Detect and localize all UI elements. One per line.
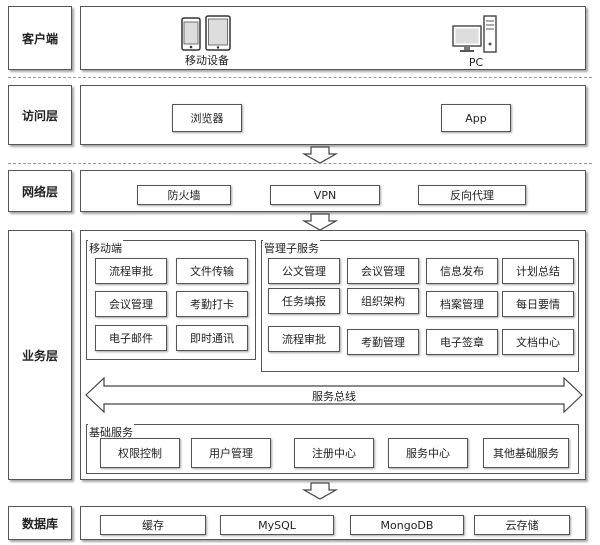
- mgmt-service-box: 档案管理: [426, 291, 498, 317]
- desktop-pc-icon: [452, 15, 497, 53]
- mgmt-service-box: 每日要情: [502, 291, 574, 317]
- client-panel: [80, 6, 586, 70]
- database-box: 云存储: [474, 515, 570, 535]
- tablet-icon: [205, 15, 231, 51]
- down-arrow-icon: [301, 482, 339, 500]
- base-service-box: 注册中心: [294, 438, 374, 468]
- mgmt-service-box: 文档中心: [502, 329, 574, 355]
- service-bus-label: 服务总线: [312, 390, 356, 403]
- mgmt-service-box: 流程审批: [268, 326, 340, 352]
- mobile-service-box: 电子邮件: [95, 325, 167, 351]
- layer-label-database: 数据库: [8, 506, 72, 540]
- layer-label-network: 网络层: [8, 170, 72, 212]
- mobile-group: [86, 240, 256, 360]
- down-arrow-icon: [301, 213, 339, 231]
- mgmt-service-box: 会议管理: [347, 258, 419, 284]
- browser-box: 浏览器: [172, 104, 242, 132]
- mobile-service-box: 考勤打卡: [176, 291, 248, 317]
- database-box: MySQL: [220, 515, 334, 535]
- base-service-box: 权限控制: [100, 438, 180, 468]
- mgmt-service-box: 公文管理: [268, 258, 340, 284]
- mobile-service-box: 即时通讯: [176, 325, 248, 351]
- mgmt-service-box: 考勤管理: [347, 329, 419, 355]
- mgmt-group: [261, 240, 579, 372]
- vpn-box: VPN: [270, 185, 380, 205]
- database-box: 缓存: [100, 515, 206, 535]
- database-box: MongoDB: [350, 515, 464, 535]
- mgmt-service-box: 信息发布: [426, 258, 498, 284]
- mobile-service-box: 会议管理: [95, 291, 167, 317]
- mgmt-group-title: 管理子服务: [263, 240, 320, 256]
- mgmt-service-box: 电子签章: [426, 329, 498, 355]
- mobile-service-box: 流程审批: [95, 258, 167, 284]
- mgmt-service-box: 任务填报: [268, 288, 340, 314]
- service-bus-arrow: [85, 376, 583, 414]
- base-group: [86, 424, 579, 474]
- base-group-title: 基础服务: [88, 424, 134, 440]
- base-service-box: 服务中心: [388, 438, 468, 468]
- app-box: App: [441, 104, 511, 132]
- layer-label-client: 客户端: [8, 6, 72, 70]
- reverse-proxy-box: 反向代理: [418, 185, 526, 205]
- mobile-service-box: 文件传输: [176, 258, 248, 284]
- mobile-group-title: 移动端: [88, 240, 123, 256]
- down-arrow-icon: [301, 146, 339, 164]
- layer-label-business: 业务层: [8, 230, 72, 480]
- base-service-box: 用户管理: [191, 438, 271, 468]
- mgmt-service-box: 组织架构: [347, 288, 419, 314]
- layer-label-access: 访问层: [8, 85, 72, 145]
- pc-label: PC: [468, 56, 484, 69]
- phone-icon: [181, 17, 201, 51]
- mobile-device-label: 移动设备: [185, 54, 229, 67]
- mgmt-service-box: 计划总结: [502, 258, 574, 284]
- base-service-box: 其他基础服务: [483, 438, 569, 468]
- firewall-box: 防火墙: [137, 185, 231, 205]
